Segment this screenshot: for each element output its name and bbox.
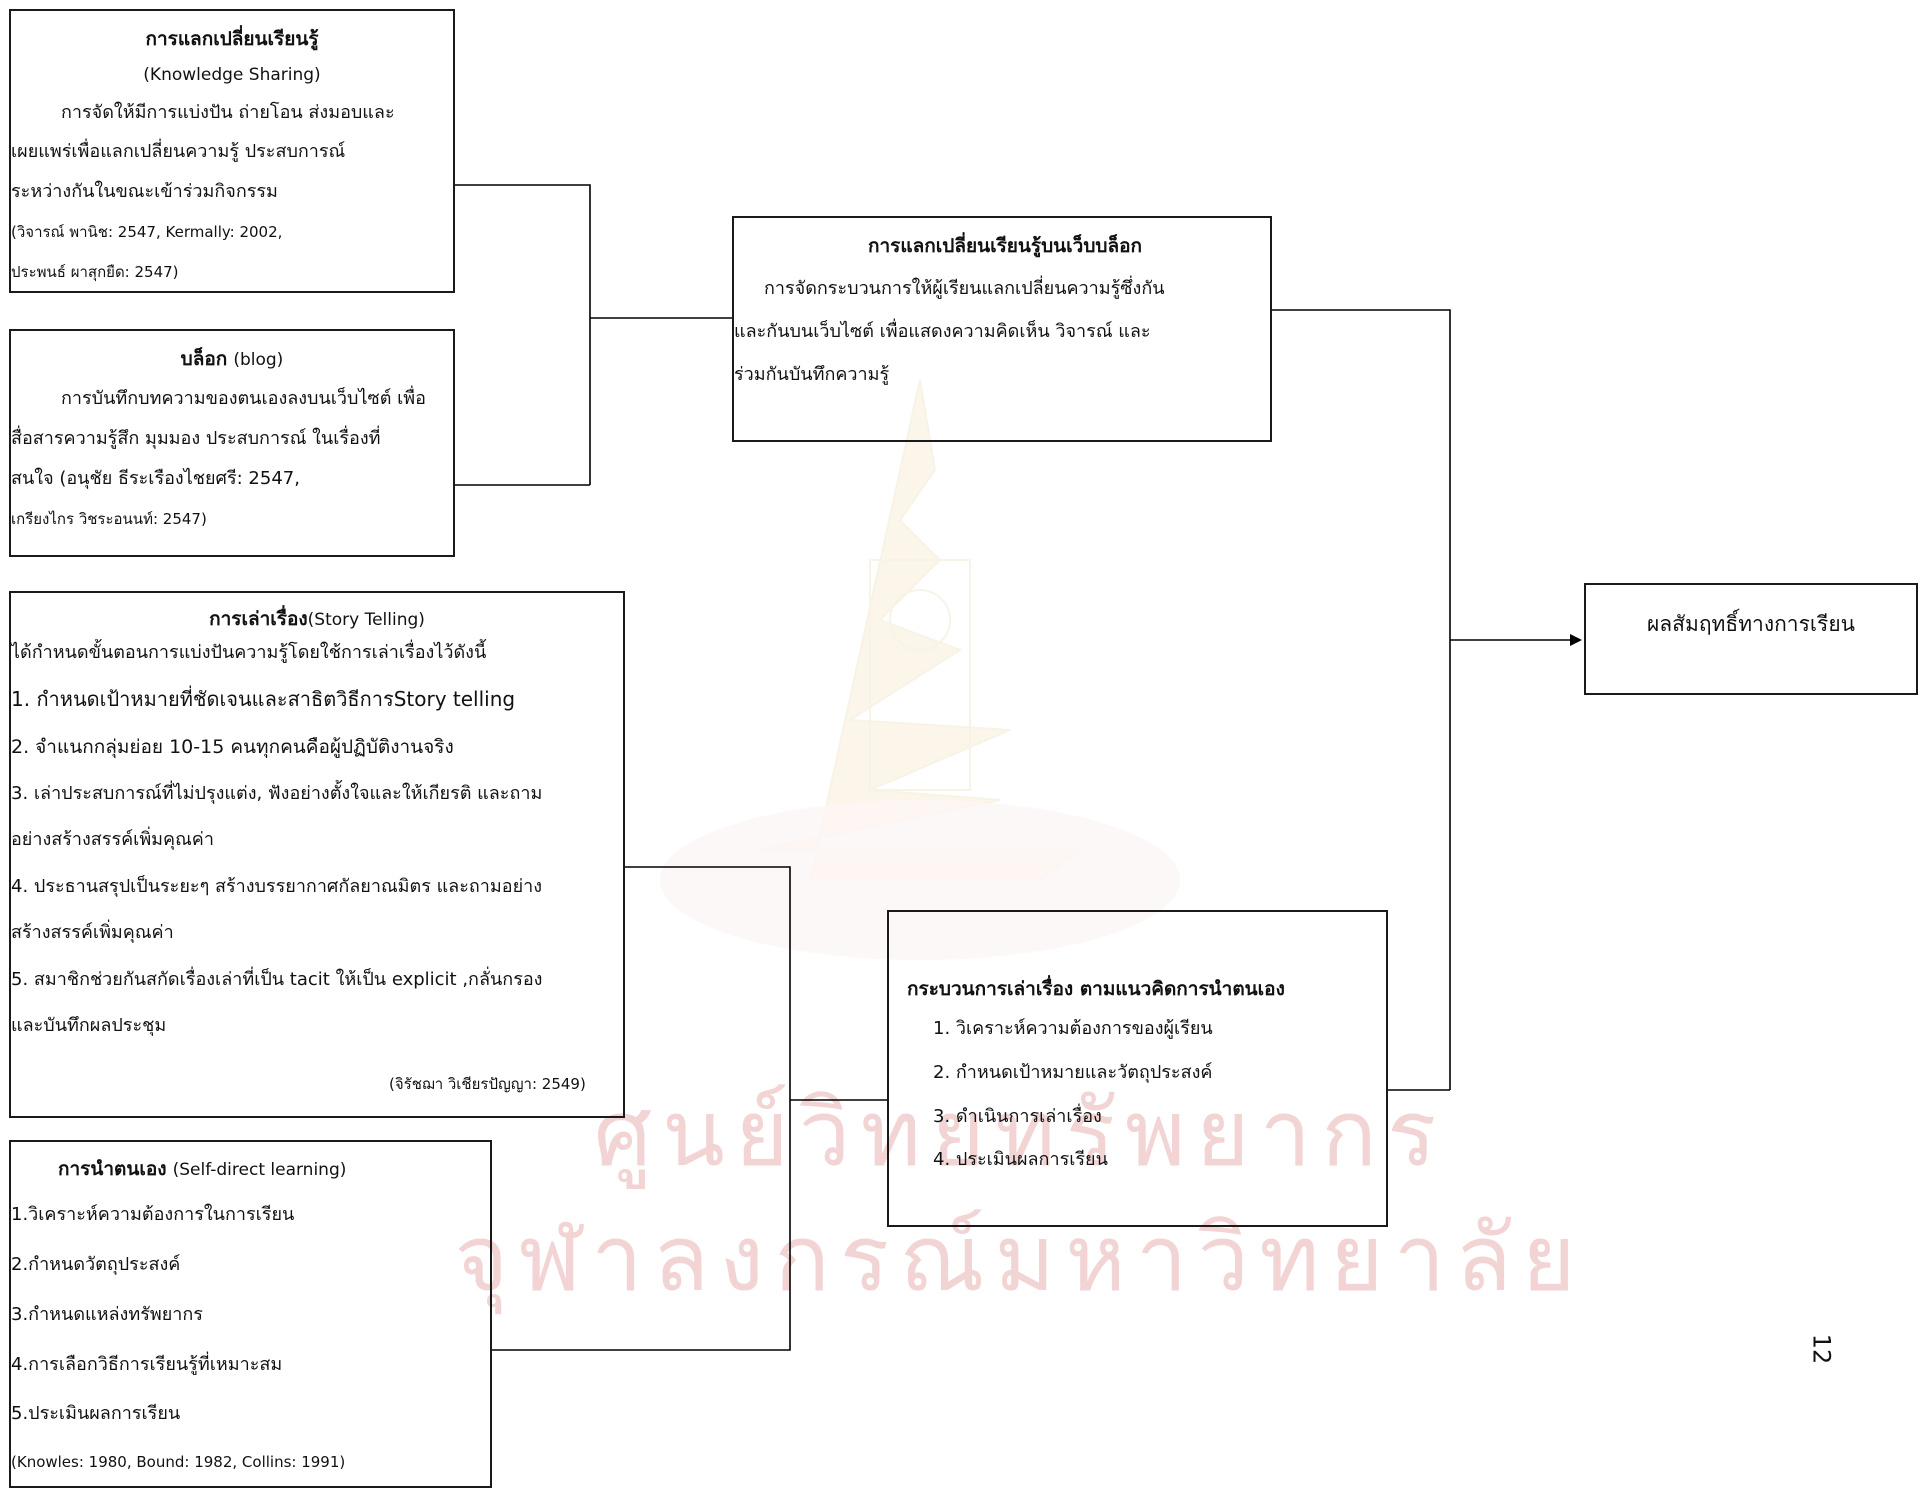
self-step-5: 5.ประเมินผลการเรียน: [11, 1403, 181, 1424]
connector-blog-ks-out: [1272, 309, 1451, 1090]
self-title-en: (Self-direct learning): [172, 1160, 347, 1180]
story-intro: ได้กำหนดขั้นตอนการแบ่งปันความรู้โดยใช้กา…: [11, 642, 487, 663]
page-number: 12: [1807, 1333, 1836, 1365]
self-direct-box: การนำตนเอง (Self-direct learning) 1.วิเค…: [9, 1140, 492, 1488]
story-step-1: 1. กำหนดเป้าหมายที่ชัดเจนและสาธิตวิธีการ…: [11, 687, 516, 711]
story-step-5-cont: และบันทึกผลประชุม: [11, 1015, 167, 1036]
blog-ks-title: การแลกเปลี่ยนเรียนรู้บนเว็บบล็อก: [868, 235, 1143, 257]
story-telling-box: การเล่าเรื่อง(Story Telling) ได้กำหนดขั้…: [9, 591, 625, 1118]
story-title-th: การเล่าเรื่อง: [209, 608, 308, 630]
blog-title-en: (blog): [233, 350, 284, 370]
story-step-3-cont: อย่างสร้างสรรค์เพิ่มคุณค่า: [11, 829, 214, 850]
connector-self: [492, 1100, 791, 1351]
self-step-4: 4.การเลือกวิธีการเรียนรู้ที่เหมาะสม: [11, 1354, 283, 1375]
watermark-line-1: ศูนย์วิทยทรัพยากร: [594, 1083, 1447, 1189]
self-citation: (Knowles: 1980, Bound: 1982, Collins: 19…: [11, 1453, 346, 1471]
blog-ks-line-1: การจัดกระบวนการให้ผู้เรียนแลกเปลี่ยนความ…: [764, 278, 1165, 299]
process-step-2: 2. กำหนดเป้าหมายและวัตถุประสงค์: [933, 1062, 1213, 1083]
ks-line-3: ระหว่างกันในขณะเข้าร่วมกิจกรรม: [11, 181, 278, 202]
self-step-1: 1.วิเคราะห์ความต้องการในการเรียน: [11, 1204, 295, 1225]
self-title: การนำตนเอง (Self-direct learning): [58, 1158, 346, 1181]
blog-box: บล็อก (blog) การบันทึกบทความของตนเองลงบน…: [9, 329, 455, 557]
blog-title-th: บล็อก: [180, 348, 228, 370]
self-step-2: 2.กำหนดวัตถุประสงค์: [11, 1254, 181, 1275]
connector-story: [625, 866, 791, 1100]
blog-line-4: เกรียงไกร วิชระอนนท์: 2547): [11, 510, 207, 528]
storytelling-process-box: กระบวนการเล่าเรื่อง ตามแนวคิดการนำตนเอง …: [887, 910, 1388, 1227]
ks-citation-2: ประพนธ์ ผาสุกยืด: 2547): [11, 263, 179, 281]
process-step-3: 3. ดำเนินการเล่าเรื่อง: [933, 1106, 1102, 1127]
ks-citation-1: (วิจารณ์ พานิช: 2547, Kermally: 2002,: [11, 223, 283, 241]
story-title: การเล่าเรื่อง(Story Telling): [11, 608, 623, 631]
ks-line-1: การจัดให้มีการแบ่งปัน ถ่ายโอน ส่งมอบและ: [61, 102, 395, 123]
story-citation: (จิรัชฌา วิเชียรปัญญา: 2549): [389, 1075, 586, 1093]
process-step-4: 4. ประเมินผลการเรียน: [933, 1149, 1108, 1170]
process-step-1: 1. วิเคราะห์ความต้องการของผู้เรียน: [933, 1018, 1213, 1039]
story-step-2: 2. จำแนกกลุ่มย่อย 10-15 คนทุกคนคือผู้ปฏิ…: [11, 736, 454, 758]
blog-ks-line-2: และกันบนเว็บไซต์ เพื่อแสดงความคิดเห็น วิ…: [734, 321, 1151, 342]
story-step-3: 3. เล่าประสบการณ์ที่ไม่ปรุงแต่ง, ฟังอย่า…: [11, 783, 543, 804]
learning-outcome-box: ผลสัมฤทธิ์ทางการเรียน: [1584, 583, 1918, 695]
story-title-en: (Story Telling): [307, 610, 425, 630]
blog-line-2: สื่อสารความรู้สึก มุมมอง ประสบการณ์ ในเร…: [11, 428, 381, 449]
story-step-5: 5. สมาชิกช่วยกันสกัดเรื่องเล่าที่เป็น ta…: [11, 969, 543, 990]
self-title-th: การนำตนเอง: [58, 1158, 167, 1180]
process-title: กระบวนการเล่าเรื่อง ตามแนวคิดการนำตนเอง: [907, 978, 1285, 1000]
ks-line-2: เผยแพร่เพื่อแลกเปลี่ยนความรู้ ประสบการณ์: [11, 141, 346, 162]
story-step-4-cont: สร้างสรรค์เพิ่มคุณค่า: [11, 922, 174, 943]
story-step-4: 4. ประธานสรุปเป็นระยะๆ สร้างบรรยากาศกัลย…: [11, 876, 543, 897]
connector-ks: [455, 184, 591, 485]
ks-subtitle: (Knowledge Sharing): [143, 65, 321, 85]
blog-line-3: สนใจ (อนุชัย ธีระเรืองไชยศรี: 2547,: [11, 468, 300, 489]
blog-knowledge-sharing-box: การแลกเปลี่ยนเรียนรู้บนเว็บบล็อก การจัดก…: [732, 216, 1272, 442]
knowledge-sharing-box: การแลกเปลี่ยนเรียนรู้ (Knowledge Sharing…: [9, 9, 455, 293]
self-step-3: 3.กำหนดแหล่งทรัพยากร: [11, 1304, 203, 1325]
outcome-label: ผลสัมฤทธิ์ทางการเรียน: [1646, 612, 1855, 636]
blog-line-1: การบันทึกบทความของตนเองลงบนเว็บไซต์ เพื่…: [61, 388, 426, 409]
blog-ks-line-3: ร่วมกันบันทึกความรู้: [734, 364, 890, 385]
ks-title: การแลกเปลี่ยนเรียนรู้: [145, 28, 319, 50]
blog-title: บล็อก (blog): [11, 348, 453, 371]
